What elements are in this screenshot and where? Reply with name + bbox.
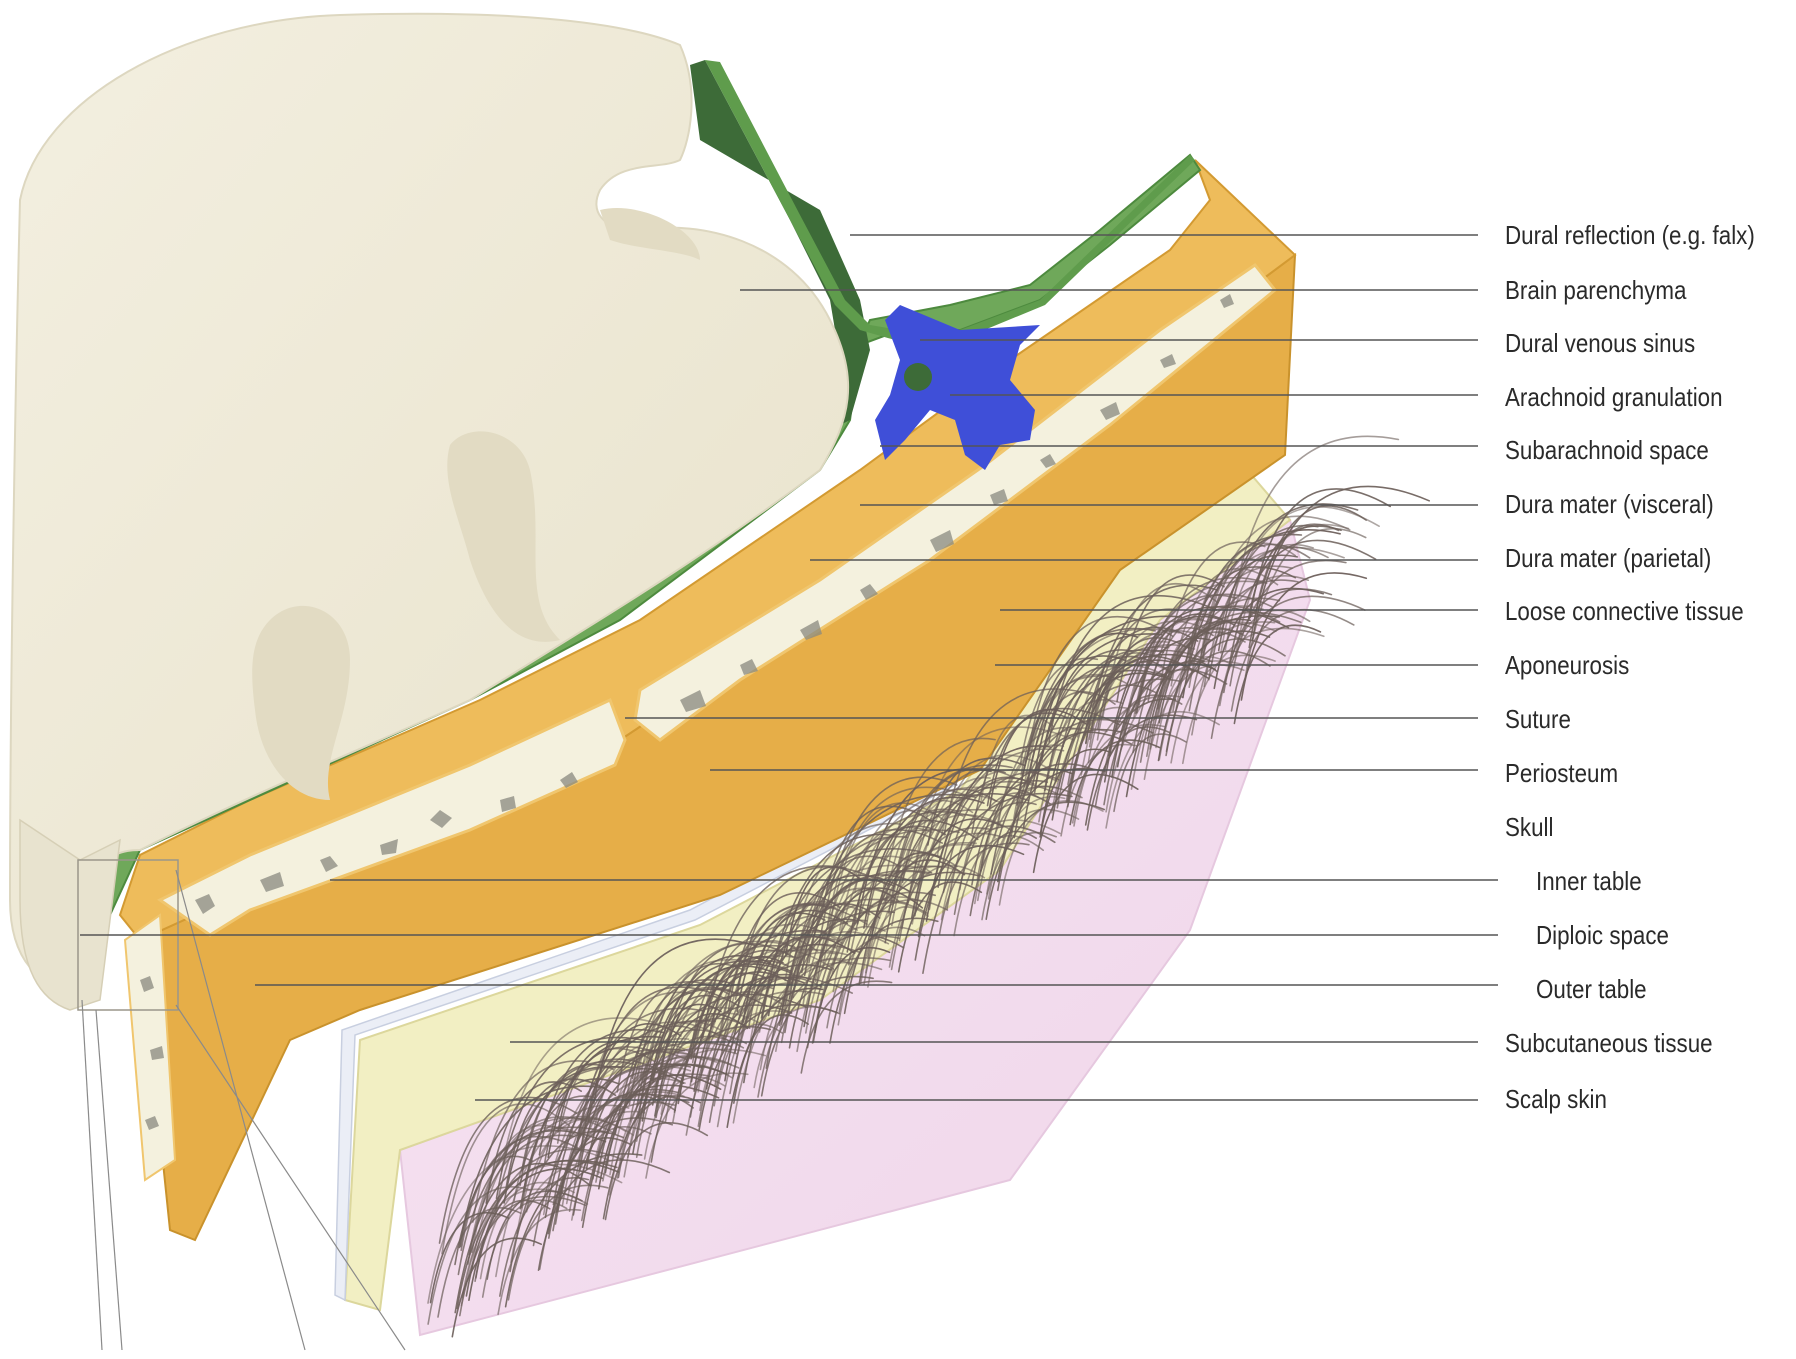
label-diploic-space: Diploic space bbox=[1536, 922, 1669, 948]
label-dura-mater-visceral: Dura mater (visceral) bbox=[1505, 491, 1714, 517]
label-subcutaneous-tissue: Subcutaneous tissue bbox=[1505, 1030, 1713, 1056]
label-dural-reflection: Dural reflection (e.g. falx) bbox=[1505, 222, 1755, 248]
label-loose-connective-tissue: Loose connective tissue bbox=[1505, 598, 1744, 624]
label-arachnoid-granulation: Arachnoid granulation bbox=[1505, 384, 1723, 410]
label-periosteum: Periosteum bbox=[1505, 760, 1618, 786]
label-outer-table: Outer table bbox=[1536, 976, 1647, 1002]
arachnoid-granulation-shape bbox=[904, 363, 932, 391]
label-skull: Skull bbox=[1505, 814, 1553, 840]
label-brain-parenchyma: Brain parenchyma bbox=[1505, 277, 1686, 303]
label-subarachnoid-space: Subarachnoid space bbox=[1505, 437, 1709, 463]
label-aponeurosis: Aponeurosis bbox=[1505, 652, 1629, 678]
label-dura-mater-parietal: Dura mater (parietal) bbox=[1505, 545, 1711, 571]
label-suture: Suture bbox=[1505, 706, 1571, 732]
label-dural-venous-sinus: Dural venous sinus bbox=[1505, 330, 1695, 356]
label-scalp-skin: Scalp skin bbox=[1505, 1086, 1607, 1112]
label-inner-table: Inner table bbox=[1536, 868, 1642, 894]
